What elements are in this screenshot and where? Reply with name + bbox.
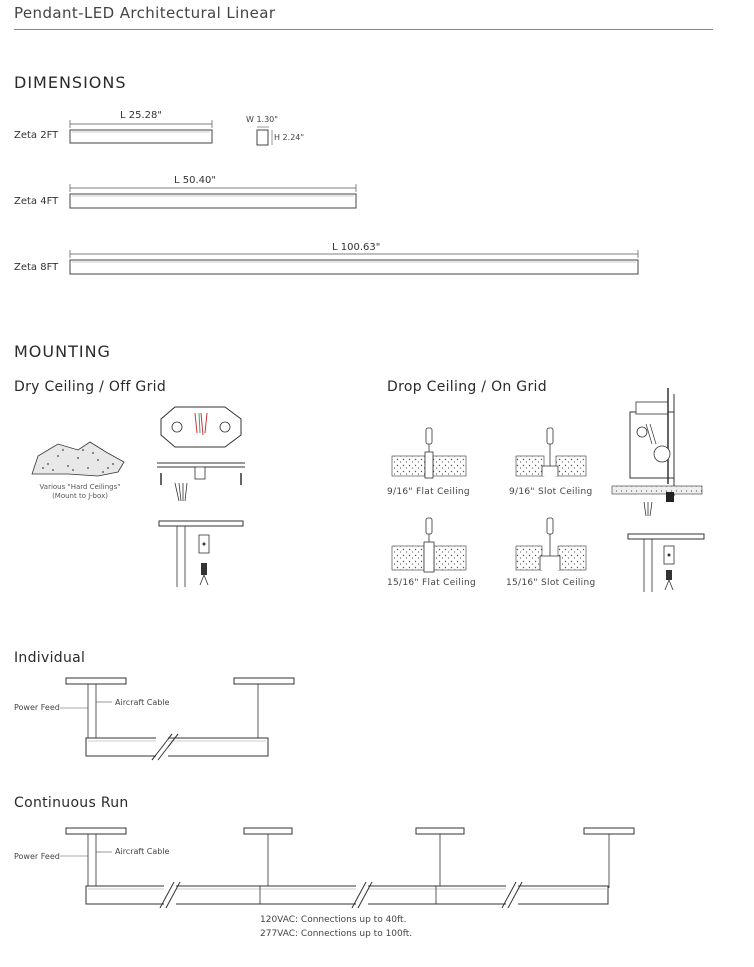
model-label-8ft: Zeta 8FT — [14, 262, 59, 273]
caption-1516-flat: 15/16" Flat Ceiling — [387, 578, 476, 588]
continuous-power-feed-label: Power Feed — [14, 852, 60, 861]
model-label-4ft: Zeta 4FT — [14, 196, 59, 207]
voltage-note-277: 277VAC: Connections up to 100ft. — [260, 929, 413, 939]
continuous-run-diagram — [60, 827, 635, 909]
length-label-2ft: L 25.28" — [120, 110, 162, 121]
hard-ceiling-illustration — [31, 441, 125, 477]
caption-916-slot: 9/16" Slot Ceiling — [509, 487, 593, 497]
model-label-2ft: Zeta 2FT — [14, 130, 59, 141]
individual-diagram — [60, 677, 295, 761]
continuous-run-heading: Continuous Run — [14, 795, 129, 811]
header-divider — [14, 29, 713, 30]
caption-916-flat: 9/16" Flat Ceiling — [387, 487, 470, 497]
profile-width-label: W 1.30" — [246, 115, 278, 124]
individual-aircraft-cable-label: Aircraft Cable — [115, 698, 170, 707]
individual-heading: Individual — [14, 650, 86, 666]
dry-ceiling-heading: Dry Ceiling / Off Grid — [14, 379, 167, 395]
page-title: Pendant-LED Architectural Linear — [14, 4, 276, 22]
voltage-note-120: 120VAC: Connections up to 40ft. — [260, 915, 407, 925]
grid-mount-illustration — [611, 388, 705, 592]
hard-ceiling-caption-line1: Various "Hard Ceilings" — [39, 483, 121, 491]
caption-1516-slot: 15/16" Slot Ceiling — [506, 578, 596, 588]
length-label-8ft: L 100.63" — [332, 242, 381, 253]
individual-power-feed-label: Power Feed — [14, 703, 60, 712]
jbox-mount-illustration — [157, 406, 245, 587]
drop-ceiling-illustrations — [391, 427, 587, 573]
dimensions-heading: DIMENSIONS — [14, 73, 127, 92]
profile-height-label: H 2.24" — [274, 133, 305, 142]
fixture-2ft-drawing — [69, 120, 213, 144]
fixture-4ft-drawing — [69, 184, 357, 209]
length-label-4ft: L 50.40" — [174, 175, 216, 186]
continuous-aircraft-cable-label: Aircraft Cable — [115, 847, 170, 856]
mounting-heading: MOUNTING — [14, 342, 111, 361]
hard-ceiling-caption-line2: (Mount to J-box) — [52, 492, 108, 500]
drop-ceiling-heading: Drop Ceiling / On Grid — [387, 379, 547, 395]
profile-drawing — [256, 126, 273, 146]
fixture-8ft-drawing — [69, 250, 639, 275]
